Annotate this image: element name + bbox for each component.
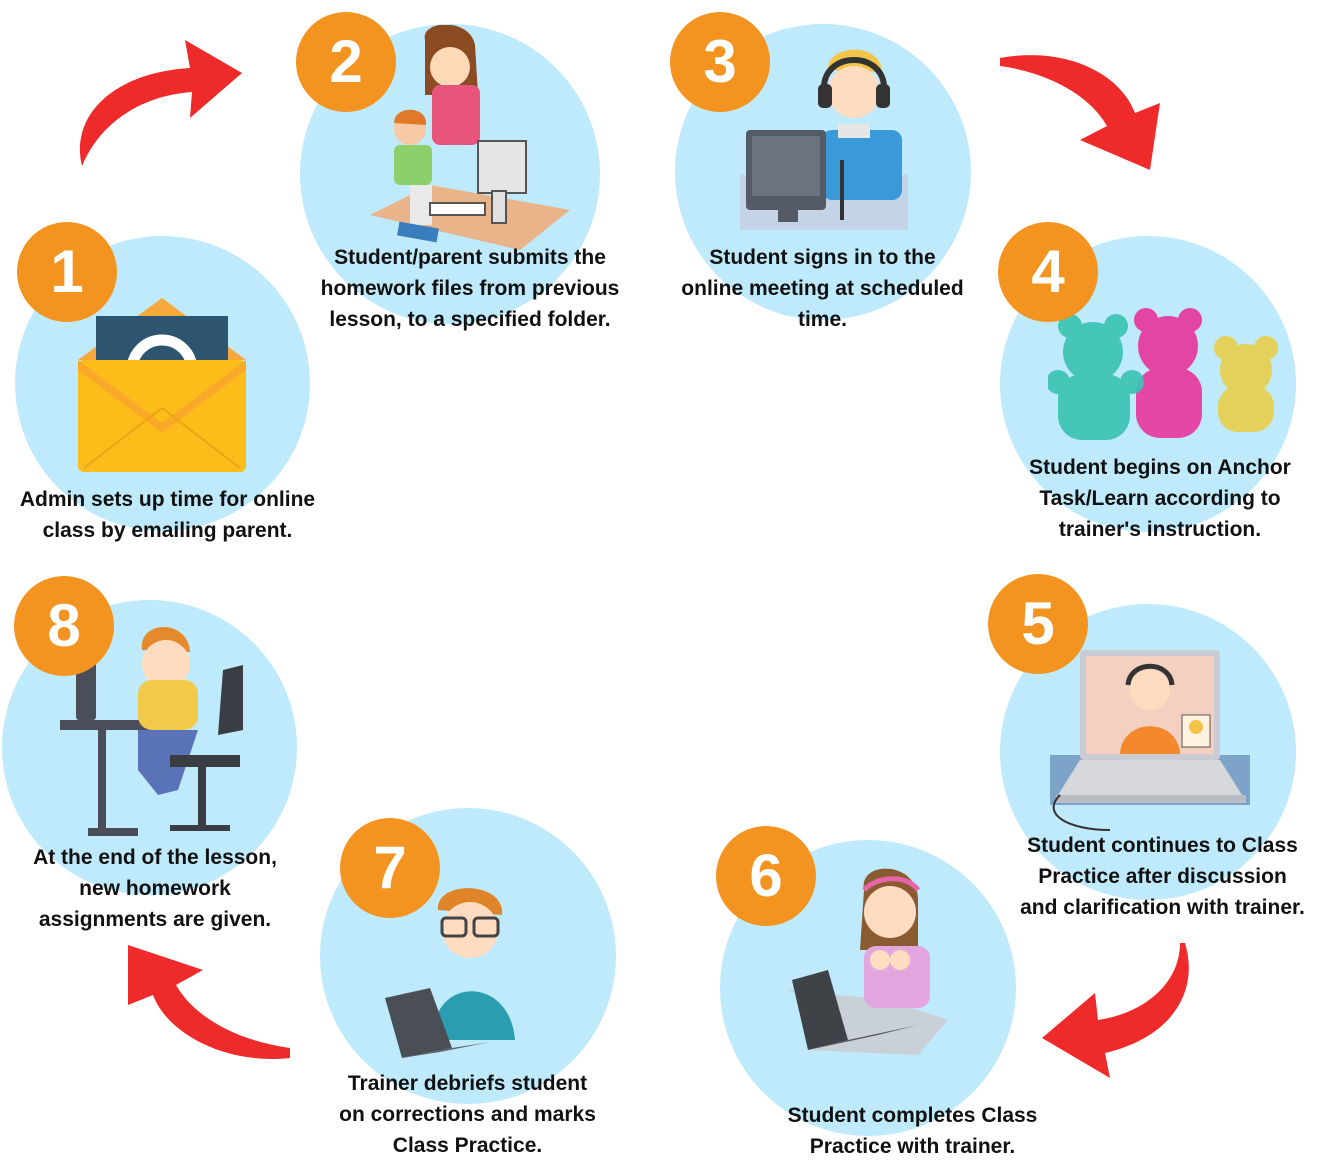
step-6-caption: Student completes Class Practice with tr… xyxy=(787,1104,1038,1158)
email-envelope-icon xyxy=(78,298,246,472)
step-7-caption: Trainer debriefs student on corrections … xyxy=(339,1072,596,1157)
step-1-caption: Admin sets up time for online class by e… xyxy=(19,488,316,542)
student-headset-icon xyxy=(740,49,908,230)
step-4-caption: Student begins on Anchor Task/Learn acco… xyxy=(1029,456,1291,541)
step-4-badge: 4 xyxy=(998,222,1098,322)
step-5-badge: 5 xyxy=(988,574,1088,674)
step-1-badge: 1 xyxy=(17,222,117,322)
step-3-caption: Student signs in to the online meeting a… xyxy=(681,246,964,331)
step-2-badge: 2 xyxy=(296,12,396,112)
step-3-badge: 3 xyxy=(670,12,770,112)
step-5-caption: Student continues to Class Practice afte… xyxy=(1020,834,1305,919)
step-7-badge: 7 xyxy=(340,818,440,918)
arrow-5-to-6-icon xyxy=(1042,943,1189,1078)
girl-laptop-icon xyxy=(788,868,948,1055)
arrow-7-to-8-icon xyxy=(128,945,290,1060)
step-6-badge: 6 xyxy=(716,826,816,926)
step-8-badge: 8 xyxy=(14,576,114,676)
student-desk-computer-icon xyxy=(60,627,243,836)
boy-laptop-icon xyxy=(385,888,515,1058)
parent-child-computer-icon xyxy=(370,25,570,250)
laptop-video-call-icon xyxy=(1050,650,1250,831)
step-8-caption: At the end of the lesson, new homework a… xyxy=(33,846,277,931)
gummy-bears-icon xyxy=(1048,308,1278,440)
step-2-caption: Student/parent submits the homework file… xyxy=(320,246,620,331)
arrow-1-to-2-icon xyxy=(79,40,242,166)
arrow-3-to-4-icon xyxy=(1000,55,1160,170)
